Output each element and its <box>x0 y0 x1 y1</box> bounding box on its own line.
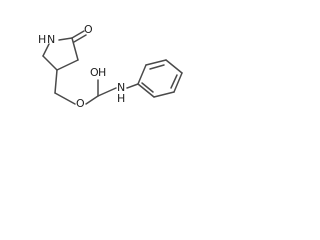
atom-label-carbamate-h: H <box>98 66 106 79</box>
bond-c5-c4 <box>71 37 79 61</box>
atom-label-amide-h: H <box>117 92 125 105</box>
bond-ph-inner-c <box>141 82 154 93</box>
bond-ph-4-5 <box>173 72 183 93</box>
bond-ph-inner-a <box>149 64 165 70</box>
atom-label-ring-n: N <box>47 33 55 46</box>
bond-c3-c2 <box>42 55 58 71</box>
atom-label-amide-n: N <box>117 81 125 94</box>
bond-ph-3-4 <box>165 59 183 74</box>
bond-ph-1-2 <box>137 64 147 85</box>
bond-ch2-o <box>54 92 76 105</box>
structure-diagram: N H O O O H N H <box>38 23 183 110</box>
atom-labels: N H O O O H N H <box>38 23 125 110</box>
atom-label-ester-o: O <box>76 97 85 110</box>
atom-label-carbamate-o: O <box>90 66 99 79</box>
bond-c5-o <box>71 30 85 39</box>
bond-c5-o-double <box>73 34 87 43</box>
atom-label-ring-h: H <box>38 33 46 46</box>
bond-c2-n <box>42 43 50 57</box>
bond-ph-6-1 <box>137 83 155 98</box>
bond-ph-5-6 <box>153 91 175 98</box>
bond-n-c5 <box>58 37 73 41</box>
bond-c3-ch2 <box>54 69 58 94</box>
bond-n-ph <box>126 83 139 89</box>
atom-label-lactam-o: O <box>84 23 93 36</box>
bond-ph-2-3 <box>145 59 167 66</box>
bonds <box>42 30 183 105</box>
bond-o-ccarb <box>85 95 99 105</box>
bond-ccarb-n <box>97 87 117 97</box>
bond-ph-inner-b <box>170 74 178 89</box>
bond-c4-c3 <box>56 59 79 71</box>
